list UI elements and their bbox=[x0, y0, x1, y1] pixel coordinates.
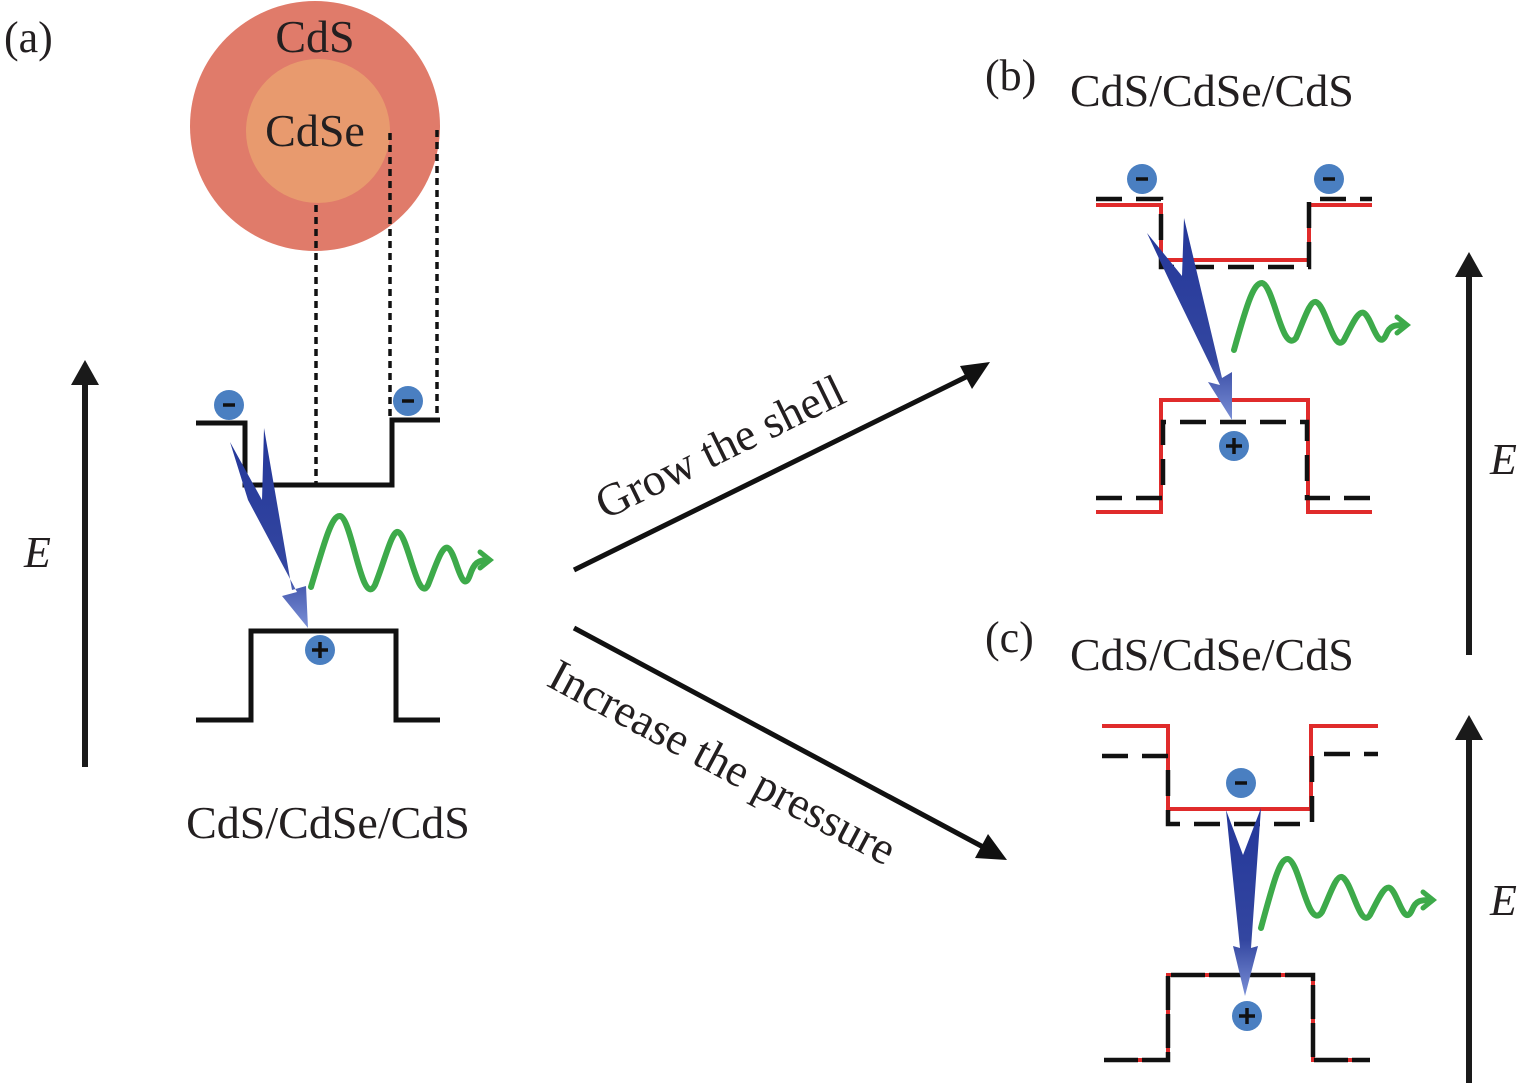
panel-a-caption: CdS/CdSe/CdS bbox=[186, 797, 470, 848]
recombination-arrow-b bbox=[1147, 218, 1232, 420]
transitions: Grow the shell Increase the pressure bbox=[540, 362, 1007, 875]
grow-shell-label: Grow the shell bbox=[587, 364, 853, 529]
conduction-band-original-b bbox=[1096, 196, 1372, 270]
emission-wave-c bbox=[1258, 856, 1434, 931]
energy-axis-b-arrowhead bbox=[1455, 252, 1483, 277]
electron-c bbox=[1226, 768, 1256, 798]
cdse-core bbox=[246, 59, 390, 203]
emission-arrowhead-a bbox=[477, 549, 495, 571]
electron-left-b bbox=[1127, 164, 1157, 194]
conduction-band-pressurized bbox=[1102, 724, 1378, 811]
conduction-band bbox=[196, 417, 440, 488]
increase-pressure-arrowhead bbox=[975, 834, 1007, 860]
shell-label: CdS bbox=[275, 11, 354, 62]
emission-arrowhead-c bbox=[1420, 889, 1438, 911]
recombination-arrow-c bbox=[1226, 808, 1261, 996]
conduction-band-shell-grown bbox=[1096, 203, 1372, 262]
nanocrystal-schematic: CdS CdSe bbox=[190, 1, 440, 251]
emission-wave-b bbox=[1231, 280, 1408, 353]
panel-a: (a) CdS CdSe bbox=[4, 1, 495, 848]
panel-b-title: CdS/CdSe/CdS bbox=[1070, 65, 1354, 116]
panel-b: (b) CdS/CdSe/CdS E bbox=[985, 51, 1517, 655]
hole-c bbox=[1232, 1001, 1262, 1031]
energy-axis-a-label: E bbox=[23, 528, 51, 577]
valence-band-shell-grown bbox=[1096, 398, 1372, 514]
valence-band-original-b bbox=[1096, 419, 1372, 501]
energy-axis-a-arrowhead bbox=[71, 360, 99, 385]
panel-a-label: (a) bbox=[4, 13, 53, 62]
grow-shell-arrow bbox=[572, 372, 972, 573]
valence-band bbox=[196, 628, 440, 723]
panel-c: (c) CdS/CdSe/CdS E bbox=[985, 613, 1517, 1083]
hole-b bbox=[1219, 431, 1249, 461]
panel-c-label: (c) bbox=[985, 613, 1034, 662]
emission-arrowhead-b bbox=[1394, 314, 1412, 336]
increase-pressure-label: Increase the pressure bbox=[540, 649, 904, 875]
conduction-band-original-c bbox=[1102, 751, 1378, 827]
panel-c-title: CdS/CdSe/CdS bbox=[1070, 629, 1354, 680]
electron-left bbox=[214, 390, 244, 420]
increase-pressure-arrow bbox=[572, 625, 987, 851]
core-label: CdSe bbox=[265, 105, 365, 156]
electron-right bbox=[393, 386, 423, 416]
hole bbox=[305, 635, 335, 665]
panel-b-label: (b) bbox=[985, 51, 1036, 100]
energy-axis-b-label: E bbox=[1489, 435, 1517, 484]
electron-right-b bbox=[1314, 164, 1344, 194]
energy-axis-c-label: E bbox=[1489, 876, 1517, 925]
emission-wave-a bbox=[308, 513, 491, 592]
energy-axis-c-arrowhead bbox=[1455, 715, 1483, 740]
grow-shell-arrowhead bbox=[960, 362, 990, 389]
recombination-arrow bbox=[230, 428, 308, 628]
